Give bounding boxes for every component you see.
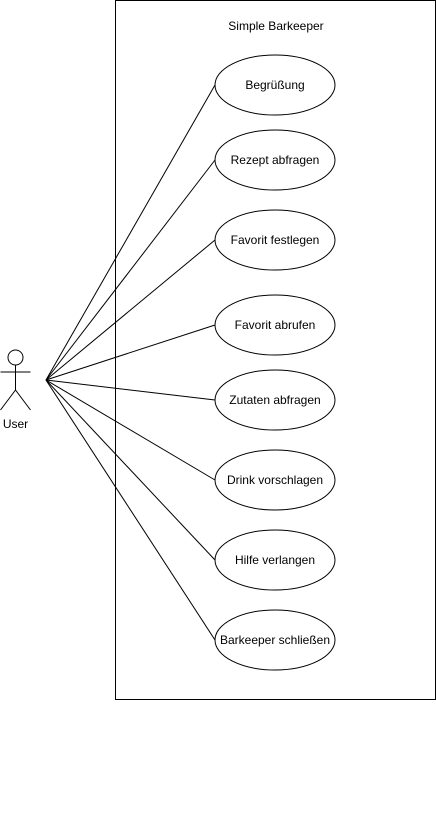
association-line [45, 379, 216, 561]
use-case[interactable]: Rezept abfragen [214, 129, 336, 191]
association-line [45, 159, 216, 381]
association-line [45, 379, 216, 641]
use-case[interactable]: Favorit festlegen [214, 209, 336, 271]
actor-left-leg [0, 389, 16, 411]
use-case-ellipse[interactable] [214, 129, 336, 191]
use-case[interactable]: Barkeeper schließen [214, 609, 336, 671]
use-case-label: Barkeeper schließen [220, 633, 330, 647]
use-case-ellipse[interactable] [214, 529, 336, 591]
use-case-ellipse[interactable] [214, 209, 336, 271]
actor-user[interactable]: User [0, 349, 31, 431]
use-case[interactable]: Favorit abrufen [214, 294, 336, 356]
association-line [45, 239, 216, 381]
use-case[interactable]: Begrüßung [214, 54, 336, 116]
association-line [45, 379, 216, 401]
use-case-ellipse[interactable] [214, 369, 336, 431]
use-case-label: Zutaten abfragen [229, 393, 320, 407]
use-case-label: Favorit abrufen [235, 318, 316, 332]
use-case-ellipse[interactable] [214, 449, 336, 511]
association-line [45, 324, 216, 381]
use-case-ellipse[interactable] [214, 54, 336, 116]
use-case[interactable]: Hilfe verlangen [214, 529, 336, 591]
actor-head [7, 349, 24, 366]
use-case-label: Rezept abfragen [231, 153, 320, 167]
use-case-label: Begrüßung [245, 78, 304, 92]
use-case-ellipse[interactable] [214, 609, 336, 671]
association-line [45, 84, 216, 381]
use-case-ellipse[interactable] [214, 294, 336, 356]
use-case-label: Favorit festlegen [231, 233, 320, 247]
actor-right-leg [15, 389, 31, 411]
system-title: Simple Barkeeper [228, 19, 323, 33]
associations [45, 84, 216, 641]
association-line [45, 379, 216, 481]
use-case-label: Drink vorschlagen [227, 473, 323, 487]
use-case[interactable]: Zutaten abfragen [214, 369, 336, 431]
use-case-label: Hilfe verlangen [235, 553, 315, 567]
actor-label: User [3, 417, 28, 431]
use-case[interactable]: Drink vorschlagen [214, 449, 336, 511]
